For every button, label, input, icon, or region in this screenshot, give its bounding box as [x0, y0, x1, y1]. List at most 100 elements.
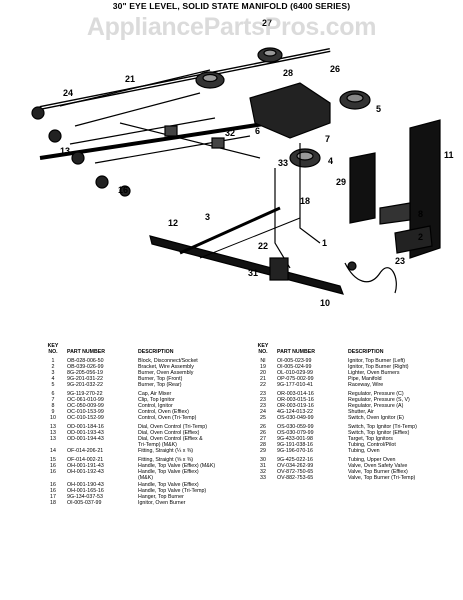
- part-number: OV-882-753-65: [277, 475, 314, 482]
- key-no: 20: [260, 369, 266, 376]
- description: Raceway, Wire: [348, 382, 384, 389]
- part-number: 9G-196-070-16: [277, 448, 313, 455]
- key-no: 22: [260, 382, 266, 389]
- description: Lighter, Oven Burners: [348, 369, 400, 376]
- description: Dial, Oven Control (Tri-Temp): [138, 423, 207, 430]
- part-number: 9G-433-001-98: [277, 436, 313, 443]
- table-row: 29 9G-196-070-16 Tubing, Oven: [255, 448, 455, 454]
- description: Control, Oven (Tri-Temp): [138, 415, 197, 422]
- part-number: OI-005-024-99: [277, 363, 312, 370]
- callout-27: 26: [330, 64, 340, 74]
- key-no: 26: [260, 430, 266, 436]
- table-header: NO. PART NUMBER DESCRIPTION: [258, 349, 384, 356]
- part-number: OC-010-152-99: [67, 415, 104, 422]
- description: Tubing, Oven: [348, 448, 380, 455]
- part-number: OD-001-193-43: [67, 430, 104, 436]
- part-number: OI-005-023-99: [277, 357, 312, 364]
- callout-4: 4: [328, 156, 333, 166]
- callout-7: 7: [325, 134, 330, 144]
- key-no: 16: [50, 481, 56, 488]
- description: Valve, Top Burner (Tri-Temp): [348, 475, 416, 482]
- key-no: 23: [260, 403, 266, 410]
- description: Valve, Oven Safety Valve: [348, 463, 408, 470]
- table-row: 18 OI-005-037-99 Ignitor, Oven Burner: [45, 500, 245, 506]
- key-no: 9: [51, 409, 55, 416]
- description: Regulator, Pressure (S, V): [348, 396, 410, 403]
- callout-18: 18: [300, 196, 310, 206]
- description: Bracket, Wire Assembly: [138, 363, 194, 370]
- part-number: 9G-134-037-53: [67, 493, 103, 500]
- part-number: OP-075-002-99: [277, 376, 314, 383]
- description: Dial, Oven Control (Effiex): [138, 430, 200, 436]
- description: Burner, Oven Assembly: [138, 369, 194, 376]
- key-no: 29: [260, 448, 266, 455]
- description: Ignitor, Oven Burner: [138, 499, 186, 506]
- key-no: 19: [260, 363, 266, 370]
- key-no: 18: [50, 499, 56, 506]
- description: Pipe, Manifold: [348, 376, 382, 383]
- callout-26: 24: [63, 88, 73, 98]
- key-no: 15: [50, 456, 56, 463]
- key-no: 31: [260, 463, 266, 470]
- callout-28: 28: [283, 68, 293, 78]
- part-number: OS-030-049-99: [277, 415, 314, 422]
- key-no: 23: [260, 396, 266, 403]
- key-no: 10: [50, 415, 56, 422]
- part-number: OS-030-079-99: [277, 430, 314, 436]
- key-no: 33: [260, 475, 266, 482]
- description: Burner, Top (Front): [138, 376, 183, 383]
- description: Switch, Oven Ignitor (E): [348, 415, 404, 422]
- table-row: Tri-Temp) (M&K): [45, 442, 245, 448]
- key-no: 21: [260, 376, 266, 383]
- watermark: AppliancePartsPros.com: [86, 13, 377, 41]
- part-number: OV-872-750-65: [277, 469, 314, 476]
- key-no: 13: [50, 430, 56, 436]
- part-number: OB-028-006-50: [67, 357, 104, 364]
- callout-32: 32: [225, 128, 235, 138]
- description: Cap, Air Mixer: [138, 390, 172, 397]
- key-no: 4: [51, 376, 55, 383]
- key-no: 16: [50, 487, 56, 494]
- key-no: 8: [51, 403, 55, 410]
- part-number: OV-034-262-99: [277, 463, 314, 470]
- part-number: OD-001-194-43: [67, 436, 104, 443]
- callout-16: 16: [118, 185, 128, 195]
- key-no: 3: [51, 369, 55, 376]
- description: Ignitor, Top Burner (Left): [348, 357, 406, 364]
- part-number: 9G-425-022-16: [277, 456, 313, 463]
- description: Fitting, Straight (⅝ x ⅜): [138, 456, 194, 463]
- description: Regulator, Pressure (C): [348, 390, 404, 397]
- part-number: OD-001-184-16: [67, 423, 104, 430]
- callout-1: 1: [322, 238, 327, 248]
- exploded-parts-diagram: 27 21 24 5 26 28 13 16 32 6 7 33 4 11 29…: [31, 18, 454, 308]
- description: Control, Oven (Effiex): [138, 409, 189, 416]
- description: Control, Ignitor: [138, 403, 173, 410]
- part-number: OF-014-206-21: [67, 448, 104, 455]
- description: (M&K): [138, 475, 154, 482]
- description: Burner, Top (Rear): [138, 382, 182, 389]
- description: Block, Disconnect/Socket: [138, 357, 198, 364]
- part-number: OB-039-026-99: [67, 363, 104, 370]
- part-number: OH-001-192-43: [67, 469, 104, 476]
- description: Tri-Temp) (M&K): [138, 442, 177, 449]
- callout-3: 3: [205, 212, 210, 222]
- part-number: OH-001-191-43: [67, 463, 104, 470]
- key-no: 16: [50, 463, 56, 470]
- table-row: 10 OC-010-152-99 Control, Oven (Tri-Temp): [45, 415, 245, 421]
- part-number: OL-010-029-99: [277, 369, 313, 376]
- part-number: OI-005-037-99: [67, 499, 102, 506]
